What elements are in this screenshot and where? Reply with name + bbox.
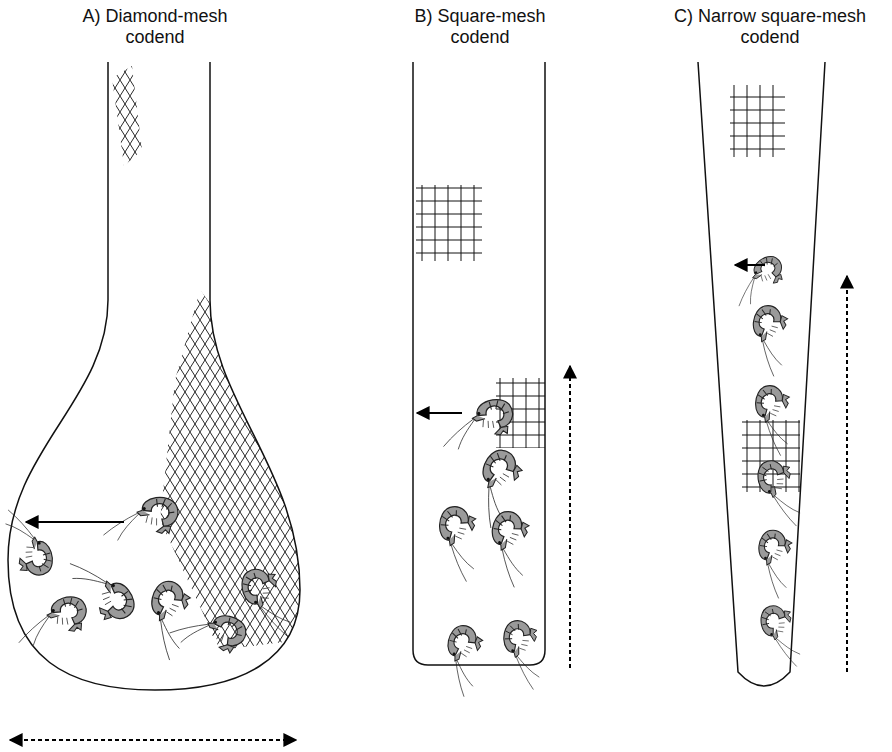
square-codend xyxy=(413,62,570,698)
diamond-codend xyxy=(3,62,300,740)
square-mesh-patch xyxy=(730,85,785,157)
panel-title: A) Diamond-mesh codend xyxy=(70,6,240,48)
escape-arrow xyxy=(735,264,765,266)
narrow-codend xyxy=(698,62,847,686)
diamond-mesh-patch xyxy=(112,66,142,166)
escape-arrow xyxy=(26,521,124,523)
panel-title: B) Square-mesh codend xyxy=(405,6,555,48)
length-arrow xyxy=(569,366,571,668)
panel-title: C) Narrow square-mesh codend xyxy=(655,6,885,48)
opening-arrow xyxy=(10,739,296,741)
length-arrow xyxy=(846,276,848,672)
square-mesh-patch xyxy=(742,420,800,492)
escape-arrow xyxy=(417,412,462,414)
square-mesh-patch xyxy=(416,185,482,261)
